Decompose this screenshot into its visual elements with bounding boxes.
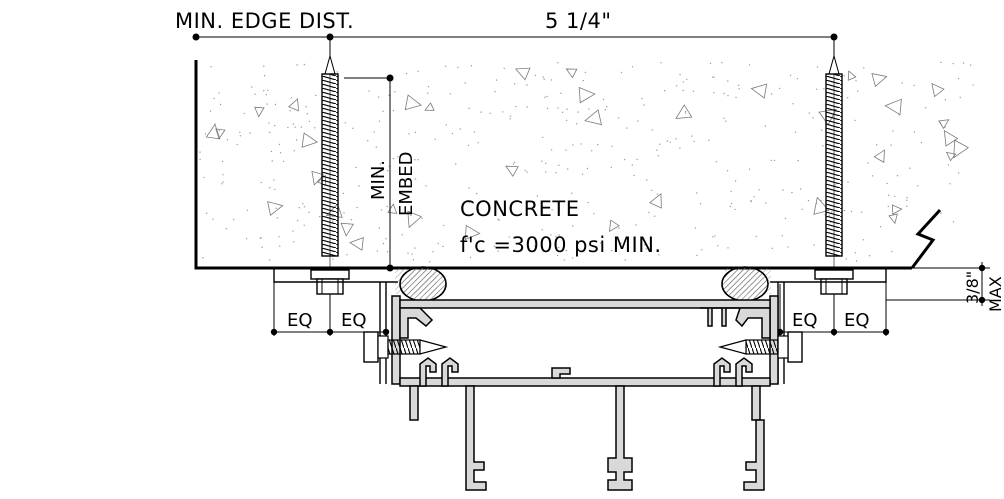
embed-word-label: EMBED	[396, 152, 417, 217]
shim-height-dimension	[886, 262, 990, 306]
edge-distance-label: MIN. EDGE DIST.	[175, 9, 354, 33]
embed-min-label: MIN.	[368, 160, 389, 200]
eq-label-right-1: EQ	[792, 310, 818, 331]
concrete-stipple	[199, 61, 974, 263]
embed-dimension	[344, 74, 394, 272]
concrete-label: CONCRETE	[460, 197, 580, 221]
jamb-fastener-left	[363, 331, 449, 363]
concrete-break-line	[910, 208, 942, 269]
shim-value-label: 3/8"	[963, 271, 982, 304]
concrete-aggregate	[205, 67, 970, 251]
sealant-joint	[395, 266, 771, 302]
span-label: 5 1/4"	[545, 9, 612, 33]
concrete-strength-label: f'c =3000 psi MIN.	[460, 233, 662, 257]
eq-label-left-2: EQ	[341, 310, 367, 331]
span-dimension	[192, 33, 838, 60]
eq-label-right-2: EQ	[844, 310, 870, 331]
anchor-screw-right	[814, 54, 854, 295]
eq-dimension-right	[776, 282, 890, 336]
backer-rod-right	[721, 266, 769, 302]
concrete-substrate	[194, 60, 974, 270]
backer-rod-left	[399, 266, 447, 302]
concrete-edge-line	[194, 60, 912, 270]
eq-label-left-1: EQ	[287, 310, 313, 331]
aluminum-frame	[391, 295, 779, 491]
shim-max-label: MAX	[986, 276, 1004, 312]
anchor-screw-left	[310, 54, 350, 295]
jamb-fastener-right	[717, 331, 803, 363]
eq-dimension-left	[270, 282, 390, 336]
